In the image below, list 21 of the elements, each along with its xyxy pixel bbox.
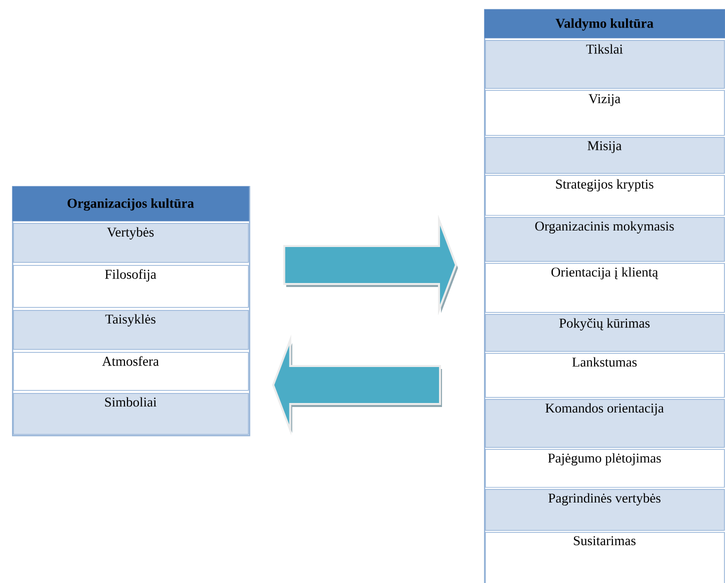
table-header: Organizacijos kultūra: [12, 186, 250, 222]
table-row: Strategijos kryptis: [485, 175, 725, 216]
table-row: Pajėgumo plėtojimas: [485, 449, 725, 488]
table-row: Simboliai: [13, 393, 249, 435]
table-row: Orientacija į klientą: [485, 263, 725, 313]
table-row: Vertybės: [13, 223, 249, 263]
table-row: Tikslai: [485, 40, 725, 89]
block-arrow: [272, 334, 442, 436]
table-row: Misija: [485, 137, 725, 174]
table-row: Pagrindinės vertybės: [485, 489, 725, 531]
table-row: Taisyklės: [13, 310, 249, 350]
table-row: Lankstumas: [485, 353, 725, 398]
table-row: Atmosfera: [13, 352, 249, 391]
table-row: Filosofija: [13, 265, 249, 308]
table-header: Valdymo kultūra: [484, 9, 725, 38]
table-row: Komandos orientacija: [485, 399, 725, 448]
block-arrow: [283, 214, 458, 316]
table-row: Vizija: [485, 90, 725, 136]
table-row: Pokyčių kūrimas: [485, 314, 725, 352]
table-row: Organizacinis mokymasis: [485, 217, 725, 262]
table-row: Susitarimas: [485, 532, 725, 583]
